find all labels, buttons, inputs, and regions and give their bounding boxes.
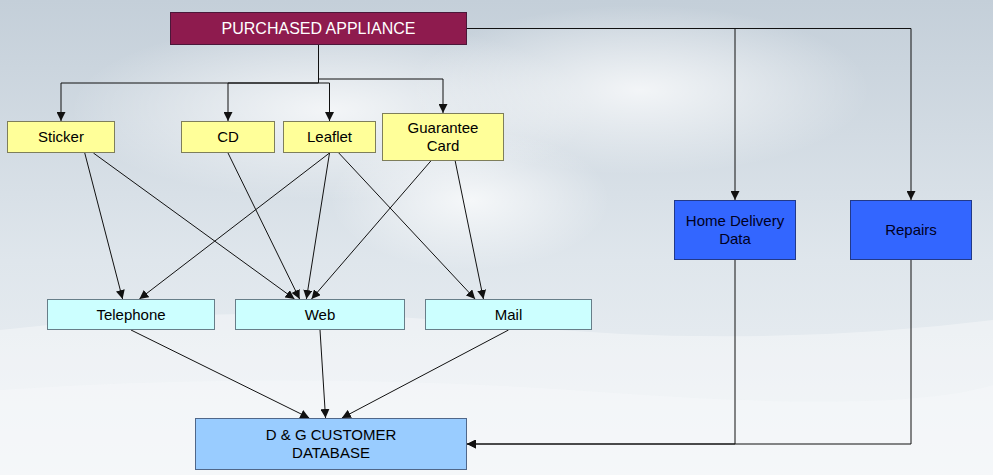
response-box: Telephone: [47, 299, 215, 330]
connector-arrow: [339, 153, 475, 299]
data-source-box: Repairs: [850, 200, 972, 260]
connector-arrow: [228, 45, 319, 121]
connector-arrow: [61, 45, 319, 121]
box-label: Guarantee Card: [390, 119, 496, 155]
box-label: PURCHASED APPLIANCE: [222, 19, 416, 38]
water: [0, 380, 993, 475]
connector-arrow: [312, 161, 431, 299]
connector-arrow: [467, 260, 911, 444]
connector-arrow: [320, 330, 326, 418]
connector-arrow: [131, 330, 309, 418]
data-source-box: Home Delivery Data: [674, 200, 796, 260]
box-label: Repairs: [885, 221, 937, 239]
box-label: Mail: [495, 306, 523, 324]
connector-arrow: [467, 260, 735, 444]
water: [0, 314, 993, 475]
response-box: Mail: [425, 299, 592, 330]
connector-arrow: [455, 161, 483, 299]
connector-arrow: [467, 29, 911, 201]
connector-arrow: [467, 29, 735, 201]
channel-box: Leaflet: [283, 121, 376, 153]
connector-arrow: [342, 330, 509, 418]
box-label: Sticker: [38, 128, 84, 146]
box-label: Web: [305, 306, 336, 324]
connector-arrow: [306, 153, 329, 299]
channel-box: CD: [181, 121, 275, 153]
box-label: Leaflet: [307, 128, 352, 146]
connector-arrow: [228, 153, 300, 299]
box-label: Home Delivery Data: [682, 212, 788, 248]
box-label: Telephone: [96, 306, 165, 324]
connector-arrow: [139, 153, 329, 299]
database-box: D & G CUSTOMER DATABASE: [195, 418, 467, 470]
response-box: Web: [235, 299, 405, 330]
connector-arrow: [319, 45, 444, 113]
channel-box: Guarantee Card: [382, 113, 504, 161]
box-label: D & G CUSTOMER DATABASE: [256, 426, 406, 462]
connector-arrow: [85, 153, 123, 299]
channel-box: Sticker: [7, 121, 115, 153]
connector-arrow: [319, 45, 330, 121]
box-label: CD: [217, 128, 239, 146]
source-box: PURCHASED APPLIANCE: [170, 12, 467, 45]
